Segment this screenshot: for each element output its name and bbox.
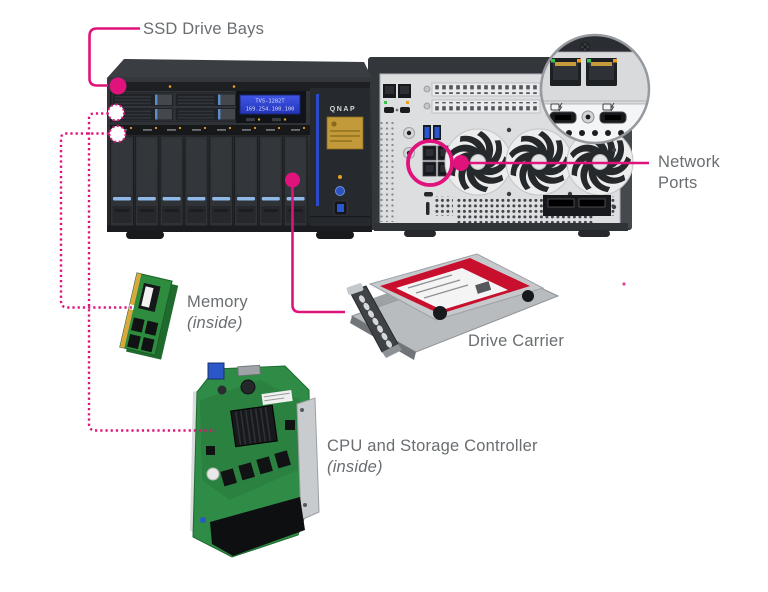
rear-thunderbolt-ports	[384, 107, 410, 113]
stray-dot	[622, 282, 626, 286]
callout-dot-ssd	[109, 77, 127, 95]
front-chassis: TVS-1282T 169.254.100.100	[107, 59, 372, 239]
front-usb-port	[333, 200, 348, 216]
callout-dot-network	[453, 155, 469, 171]
callout-dotted-line-memory	[59, 132, 133, 309]
pcie-slot-brackets	[423, 82, 541, 114]
board-bracket	[296, 397, 320, 521]
board-chips	[206, 420, 295, 487]
label-network-line2: Ports	[658, 174, 698, 192]
memory-module	[119, 272, 179, 360]
hdd-drive	[368, 253, 545, 321]
callout-dot-drive-carrier	[285, 172, 300, 188]
rear-bottom-edge	[374, 223, 628, 231]
label-cpu: CPU and Storage Controller (inside)	[327, 436, 538, 478]
lcd-display: TVS-1282T 169.254.100.100	[236, 91, 306, 123]
power-led	[338, 175, 342, 179]
label-cpu-line1: CPU and Storage Controller	[327, 437, 538, 455]
lcd-select-button	[272, 118, 281, 122]
lcd-line-2: 169.254.100.100	[246, 107, 295, 113]
callout-line-ssd	[88, 27, 140, 87]
label-memory-line1: Memory	[187, 293, 248, 311]
front-led-strip	[110, 82, 370, 91]
label-memory: Memory (inside)	[187, 292, 248, 334]
front-foot	[316, 231, 354, 239]
rear-side-vent	[377, 120, 397, 222]
bay-label-strip	[110, 125, 370, 135]
brand-logo: QNAP	[330, 106, 357, 113]
callout-dotted-circle-memory	[108, 125, 127, 143]
hex-vent	[433, 196, 453, 216]
rear-foot	[578, 230, 610, 237]
front-foot	[126, 231, 164, 239]
board-usb-connector	[207, 362, 225, 380]
rear-usb-ports	[423, 125, 441, 140]
magnifier-ring	[539, 33, 651, 145]
carrier-handle	[346, 283, 402, 358]
gold-sticker	[326, 116, 364, 150]
callout-dotted-line-cpu	[87, 112, 216, 432]
ssd-bay-grid	[110, 92, 238, 122]
magnified-thunderbolt-ports	[549, 102, 627, 124]
label-drive-carrier: Drive Carrier	[468, 332, 565, 350]
label-ssd-drive-bays: SSD Drive Bays	[143, 20, 265, 38]
rear-foot	[404, 230, 436, 237]
sfp-module	[543, 195, 611, 216]
callout-line-drive-carrier	[291, 186, 345, 314]
front-right-panel: QNAP	[310, 88, 370, 226]
rear-lan-ports	[383, 84, 411, 104]
drive-carrier	[346, 253, 560, 360]
callout-dotted-circle-cpu	[107, 103, 125, 122]
label-cpu-line2: (inside)	[327, 458, 383, 476]
heatsink	[230, 404, 278, 448]
magnified-lan-ports	[550, 58, 617, 86]
label-network-line1: Network	[658, 153, 720, 171]
label-network-ports: Network Ports	[658, 152, 720, 194]
cpu-board	[190, 362, 320, 558]
lcd-line-1: TVS-1282T	[255, 99, 285, 105]
lcd-enter-button	[246, 118, 255, 122]
rear-misc-ports	[424, 192, 433, 215]
copy-button	[335, 186, 345, 196]
label-memory-line2: (inside)	[187, 314, 243, 332]
network-ports-ring	[406, 139, 454, 187]
panel-blue-stripe	[316, 94, 319, 206]
